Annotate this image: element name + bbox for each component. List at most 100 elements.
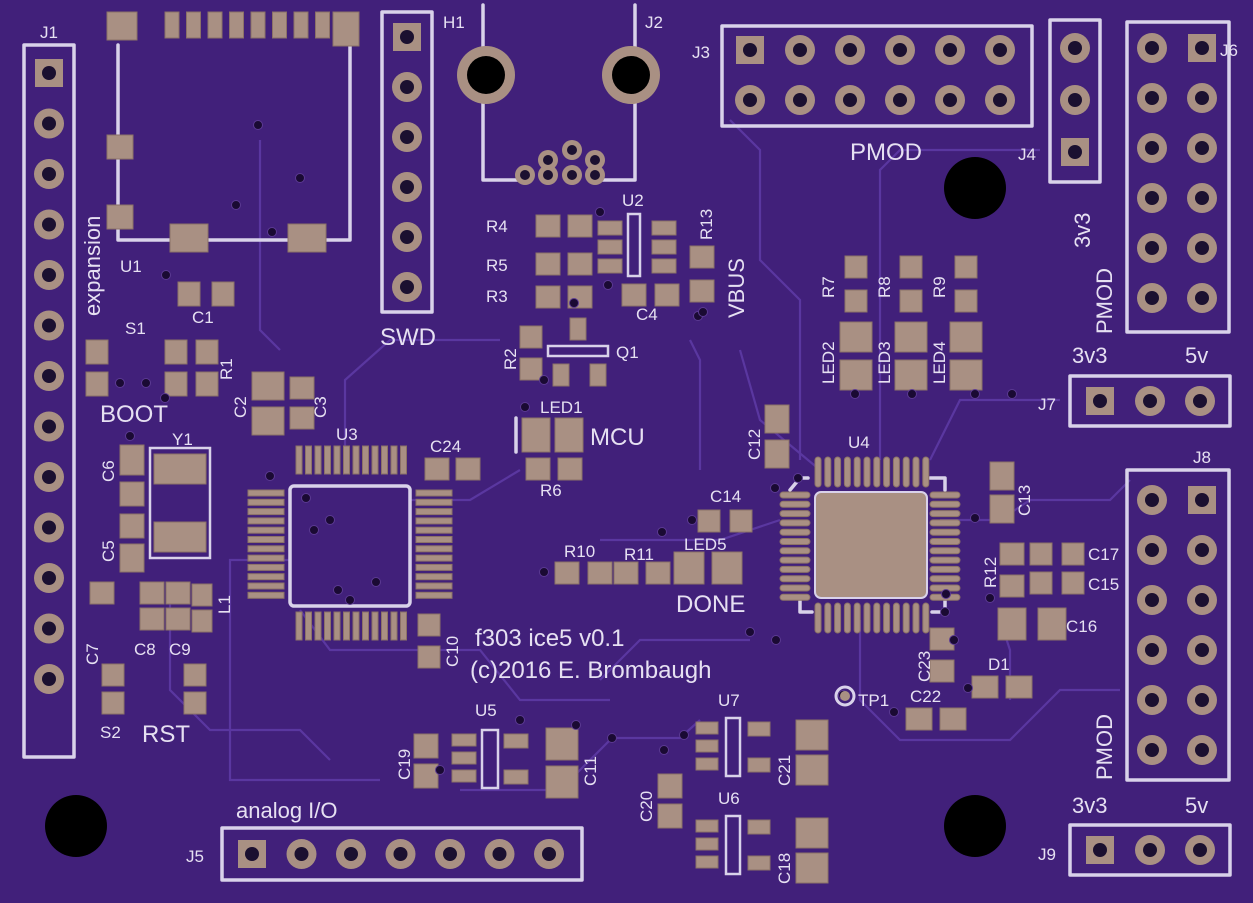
label-led3: LED3 bbox=[875, 341, 894, 384]
u4-pin-left-5 bbox=[779, 528, 811, 536]
smd-pad-41 bbox=[597, 239, 623, 255]
header-j9[interactable] bbox=[1068, 823, 1232, 877]
smd-pad-111 bbox=[795, 719, 829, 751]
label-done: DONE bbox=[676, 591, 745, 618]
smd-pad-37 bbox=[567, 252, 593, 276]
label-c13: C13 bbox=[1015, 485, 1034, 516]
label-r7: R7 bbox=[819, 276, 838, 298]
u4-pin-top-9 bbox=[892, 456, 900, 488]
mounting-holes bbox=[45, 157, 1006, 857]
label-tp1: TP1 bbox=[858, 691, 889, 710]
smd-pad-73 bbox=[989, 461, 1015, 491]
u4-pin-left-6 bbox=[779, 538, 811, 545]
silk-outline-1 bbox=[626, 212, 642, 278]
label-vbus: VBUS bbox=[724, 258, 749, 318]
label-c14: C14 bbox=[710, 487, 741, 506]
u4-pin-left-1 bbox=[779, 491, 811, 499]
header-j3[interactable] bbox=[720, 24, 1034, 128]
label-mcu: MCU bbox=[590, 424, 645, 451]
j3-pin-5-hole bbox=[943, 43, 957, 57]
u4-pin-left-12 bbox=[779, 593, 811, 601]
u3-pin-top-4 bbox=[324, 445, 331, 475]
header-j5[interactable] bbox=[220, 826, 584, 882]
usb-pin-3-hole bbox=[567, 145, 577, 155]
u4-pin-right-8 bbox=[929, 556, 961, 564]
u3-pin-right-12 bbox=[415, 591, 453, 599]
smd-pad-85 bbox=[1029, 542, 1053, 566]
smd-pad-44 bbox=[651, 239, 677, 255]
label-u1: U1 bbox=[120, 257, 142, 276]
j1-pin-13-hole bbox=[42, 672, 56, 686]
via-35 bbox=[889, 707, 899, 717]
via-26 bbox=[687, 515, 697, 525]
smd-pad-99 bbox=[451, 733, 477, 747]
label-s2: S2 bbox=[100, 723, 121, 742]
header-h1[interactable] bbox=[380, 10, 434, 314]
via-25 bbox=[657, 527, 667, 537]
label-c3: C3 bbox=[311, 396, 330, 418]
header-j7[interactable] bbox=[1068, 374, 1232, 428]
j1-pin-8-hole bbox=[42, 419, 56, 434]
j6-pin-7-hole bbox=[1145, 191, 1159, 205]
smd-pad-50 bbox=[519, 325, 543, 349]
smd-pad-75 bbox=[697, 509, 721, 533]
header-j8[interactable] bbox=[1125, 468, 1231, 782]
j4-pin-2-hole bbox=[1068, 93, 1082, 107]
header-j4[interactable] bbox=[1048, 18, 1102, 184]
smd-pad-32 bbox=[417, 613, 441, 637]
smd-pad-95 bbox=[905, 707, 933, 731]
via-16 bbox=[333, 585, 343, 595]
smd-pad-117 bbox=[695, 855, 719, 869]
via-30 bbox=[941, 589, 951, 599]
via-39 bbox=[850, 389, 860, 399]
smd-pad-28 bbox=[183, 663, 207, 687]
u3-pin-top-10 bbox=[381, 445, 388, 475]
j6-pin-11-hole bbox=[1145, 291, 1159, 305]
usb-connector-j2[interactable] bbox=[457, 3, 660, 185]
j6-pin-5-hole bbox=[1145, 141, 1159, 155]
u4-pin-bottom-12 bbox=[922, 602, 930, 634]
u3-pin-right-7 bbox=[415, 545, 453, 553]
label-j9: J9 bbox=[1038, 845, 1056, 864]
j8-pin-7-hole bbox=[1145, 643, 1159, 657]
header-j6[interactable] bbox=[1125, 20, 1231, 334]
usb-pin-2-hole bbox=[543, 155, 553, 165]
u3-pin-right-4 bbox=[415, 517, 453, 525]
label-j4: J4 bbox=[1018, 145, 1036, 164]
smd-pad-119 bbox=[747, 855, 771, 871]
smd-pad-51 bbox=[519, 357, 543, 381]
u4-pin-right-1 bbox=[929, 491, 961, 499]
via-3 bbox=[231, 200, 241, 210]
smd-pad-56 bbox=[554, 417, 584, 453]
smd-pad-24 bbox=[165, 607, 191, 631]
smd-pad-113 bbox=[657, 773, 683, 799]
j3-pin-1-hole bbox=[743, 43, 757, 57]
label-u2: U2 bbox=[622, 191, 644, 210]
board-title: f303 ice5 v0.1 bbox=[475, 625, 624, 652]
u4-pin-left-2 bbox=[779, 500, 811, 508]
board-copyright: (c)2016 E. Brombaugh bbox=[470, 657, 711, 684]
header-j1[interactable] bbox=[22, 43, 76, 759]
h1-pin-4-hole bbox=[400, 180, 414, 194]
label-c8: C8 bbox=[134, 640, 156, 659]
label-j8: J8 bbox=[1193, 448, 1211, 467]
j1-pin-10-hole bbox=[42, 520, 56, 535]
u4-pin-top-8 bbox=[883, 456, 891, 488]
label-d1: D1 bbox=[988, 655, 1010, 674]
smd-pad-20 bbox=[139, 581, 165, 605]
j1-pin-6-hole bbox=[42, 318, 56, 333]
h1-pin-2-hole bbox=[400, 80, 414, 94]
silkscreen-labels: J1 expansion H1 SWD J2 J3 PMOD J4 3v3 J6… bbox=[40, 13, 1238, 884]
j9-pin-2-hole bbox=[1143, 843, 1157, 857]
smd-pad-8 bbox=[195, 371, 219, 397]
u3-pin-top-6 bbox=[343, 445, 350, 475]
u3-pin-left-12 bbox=[247, 591, 285, 599]
label-u3: U3 bbox=[336, 425, 358, 444]
smd-pad-5 bbox=[164, 339, 188, 365]
j8-pin-12-hole bbox=[1195, 743, 1209, 757]
testpoint-tp1[interactable] bbox=[834, 685, 856, 707]
label-boot: BOOT bbox=[100, 401, 168, 428]
u3-pin-left-5 bbox=[247, 526, 285, 534]
smd-pad-57 bbox=[525, 457, 551, 481]
small-components bbox=[85, 212, 1085, 884]
